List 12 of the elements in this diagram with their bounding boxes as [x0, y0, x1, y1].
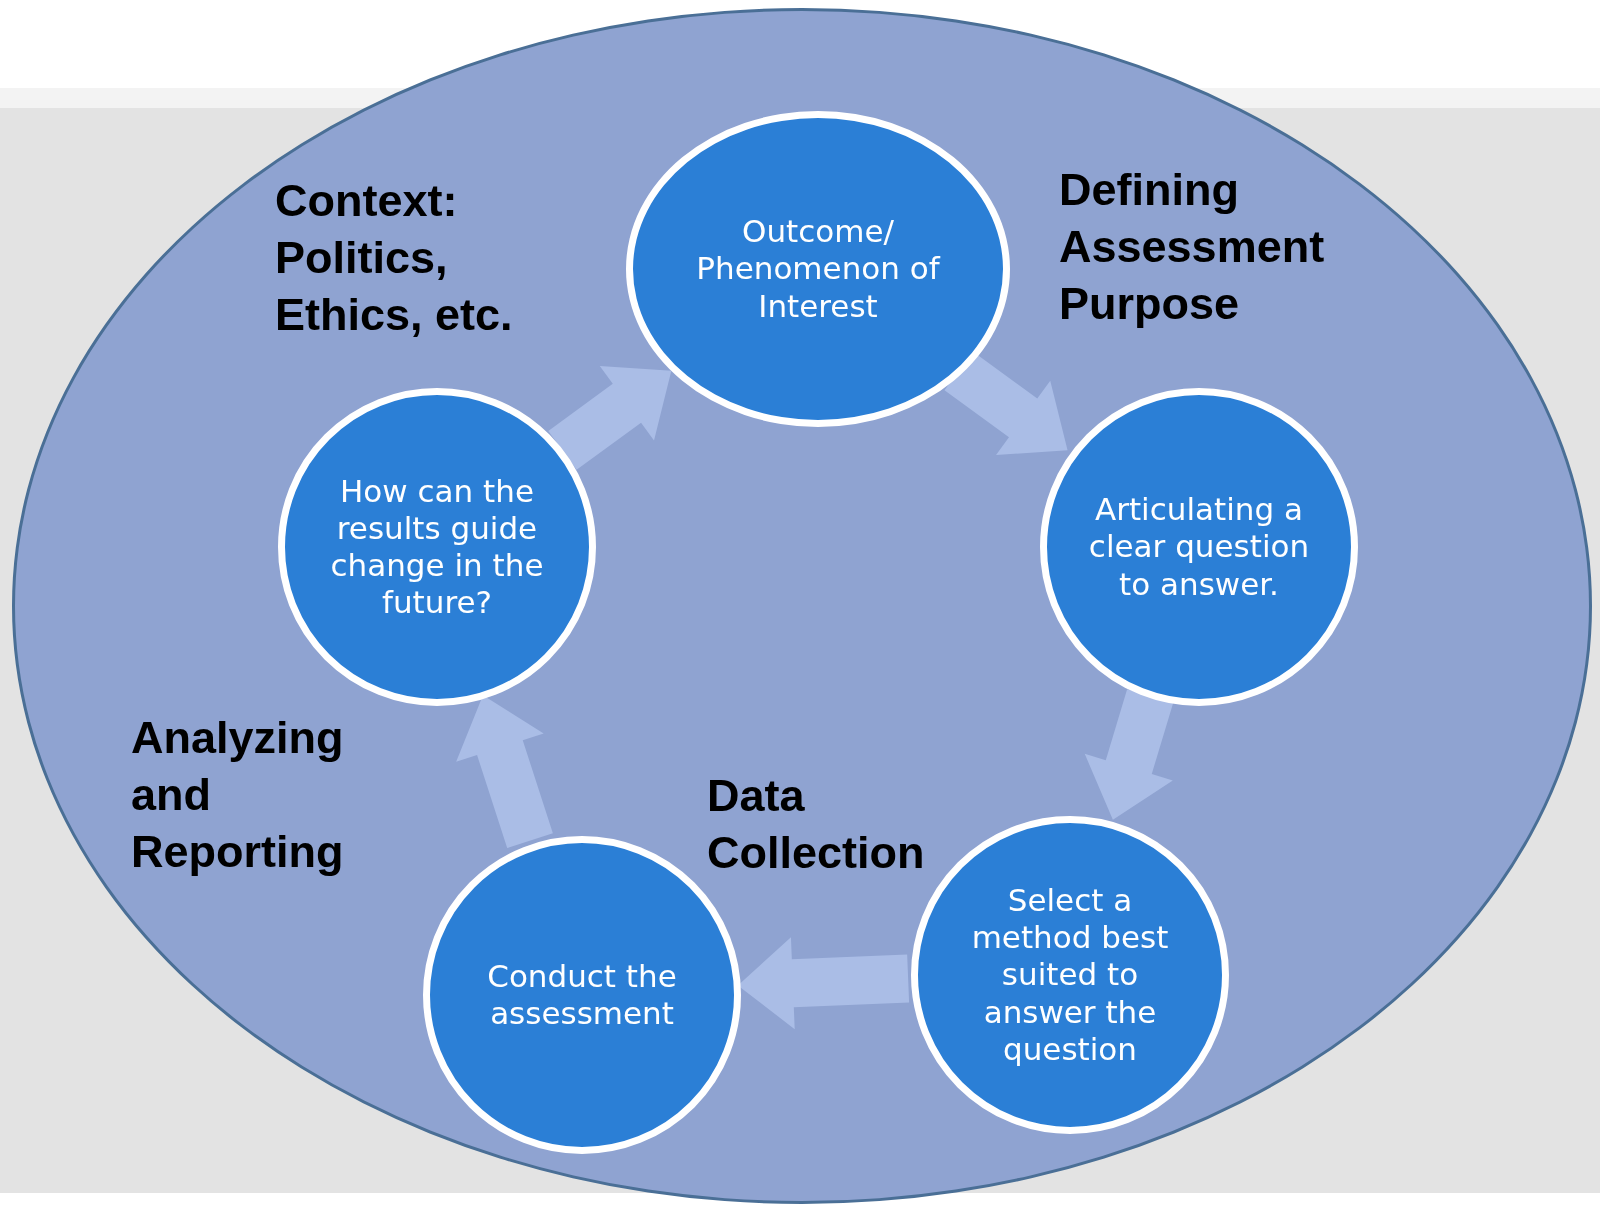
step-text: Conduct the assessment: [486, 957, 678, 1033]
step-text: Select a method best suited to answer the question: [970, 882, 1170, 1068]
block-arrow: [548, 366, 672, 470]
stage-label: Defining Assessment Purpose: [1059, 163, 1326, 331]
stage-label: Context: Politics, Ethics, etc.: [275, 174, 514, 342]
stage-label: Data Collection: [707, 769, 926, 880]
step-text: Outcome/ Phenomenon of Interest: [695, 213, 942, 325]
step-text: How can the results guide change in the future?: [329, 472, 545, 622]
step-text: Articulating a clear question to answer.: [1087, 491, 1311, 603]
block-arrow: [1084, 689, 1174, 820]
stage-label: Analyzing and Reporting: [131, 711, 345, 879]
block-arrow: [456, 695, 553, 849]
